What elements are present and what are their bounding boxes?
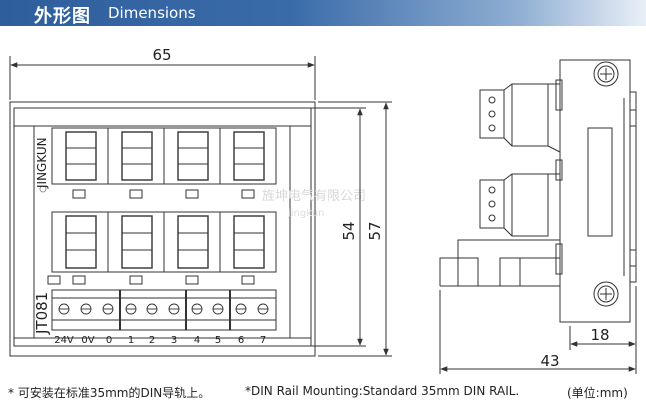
terminal-block xyxy=(51,289,277,331)
terminal-label: 5 xyxy=(215,335,221,346)
connector-lower xyxy=(479,179,505,229)
header-title-en: Dimensions xyxy=(108,4,196,22)
footnote-en: *DIN Rail Mounting:Standard 35mm DIN RAI… xyxy=(245,384,520,398)
terminal-label: 4 xyxy=(194,335,200,346)
unit-label: (单位:mm) xyxy=(567,386,628,400)
watermark-text: 旌坤电气有限公司 xyxy=(262,188,366,204)
terminal-label: 0 xyxy=(106,335,112,346)
connector-upper xyxy=(479,89,505,139)
watermark-text-latin: jingkun xyxy=(287,208,324,219)
side-dimensions xyxy=(439,286,637,374)
terminal-label: 24V xyxy=(54,335,74,346)
front-outer-frame xyxy=(9,101,316,357)
height-dimensions xyxy=(311,101,392,357)
front-inner-frame xyxy=(13,107,312,347)
lower-modules xyxy=(47,211,277,285)
side-screws xyxy=(593,61,619,307)
model-label: JT081 xyxy=(33,292,51,335)
rail-dim-label: 18 xyxy=(590,326,609,344)
terminal-label: 1 xyxy=(128,335,134,346)
depth-dim-label: 43 xyxy=(540,352,559,370)
side-view xyxy=(439,59,637,323)
width-dim-label: 65 xyxy=(152,46,171,64)
header-title-cn: 外形图 xyxy=(34,6,91,27)
width-dimension xyxy=(9,56,316,100)
header-bar: 外形图 Dimensions xyxy=(0,0,646,27)
terminal-label: 2 xyxy=(149,335,155,346)
terminal-label: 6 xyxy=(238,335,244,346)
terminal-label: 7 xyxy=(260,335,266,346)
front-view xyxy=(9,101,316,357)
side-main-body xyxy=(559,59,631,323)
terminal-label: 3 xyxy=(171,335,177,346)
terminal-labels: 24V 0V 0 1 2 3 4 5 6 7 xyxy=(54,335,266,346)
terminal-label: 0V xyxy=(81,335,94,346)
footnote-cn: * 可安装在标准35mm的DIN导轨上。 xyxy=(8,386,211,400)
upper-modules xyxy=(51,127,277,199)
inner-height-dim-label: 54 xyxy=(340,221,358,240)
outer-height-dim-label: 57 xyxy=(366,221,384,240)
terminal-screws xyxy=(58,303,269,315)
brand-label: JINGKUN xyxy=(35,137,49,189)
